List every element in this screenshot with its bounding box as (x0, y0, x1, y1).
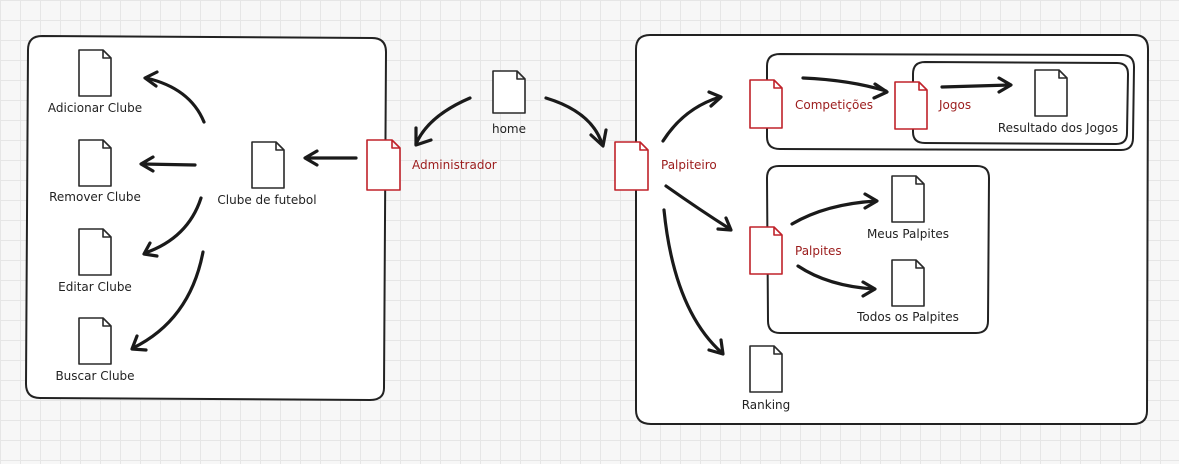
adicionar-clube-page-icon (78, 49, 112, 97)
editar-clube-label: Editar Clube (58, 280, 132, 294)
arrowhead-competicoes-jogos (872, 82, 889, 100)
node-palpites: Palpites (749, 226, 842, 275)
arrowhead-palpites-todos (861, 280, 877, 298)
edge-clube-remover (140, 162, 197, 167)
node-resultado-dos-jogos: Resultado dos Jogos (998, 69, 1118, 135)
clube-de-futebol-page-icon (251, 141, 285, 189)
node-jogos: Jogos (894, 81, 971, 130)
home-page-icon (492, 70, 526, 114)
edge-clube-adicionar (144, 76, 206, 124)
todos-os-palpites-page-icon (891, 259, 925, 307)
todos-os-palpites-label: Todos os Palpites (856, 310, 959, 324)
node-ranking: Ranking (742, 345, 791, 412)
remover-clube-page-icon (78, 139, 112, 187)
node-remover-clube: Remover Clube (49, 139, 141, 204)
edge-clube-buscar (131, 250, 205, 350)
edge-palpites-todos (796, 264, 876, 291)
arrowhead-palpiteiro-ranking (707, 338, 725, 356)
arrowhead-jogos-resultado (997, 76, 1013, 94)
node-editar-clube: Editar Clube (58, 228, 132, 294)
jogos-group-frame (912, 60, 1130, 146)
edge-home-administrador (414, 96, 472, 146)
arrowhead-palpites-meus (863, 192, 879, 210)
admin-group-frame (24, 34, 388, 402)
node-buscar-clube: Buscar Clube (55, 317, 135, 383)
arrowhead-palpiteiro-competicoes (707, 90, 723, 108)
edge-clube-editar (143, 196, 203, 255)
arrowhead-home-palpiteiro (589, 128, 608, 148)
resultado-dos-jogos-label: Resultado dos Jogos (998, 121, 1118, 135)
edge-palpiteiro-ranking (662, 208, 724, 355)
home-label: home (492, 122, 526, 136)
edge-palpites-meus (790, 199, 878, 226)
arrowhead-clube-adicionar (143, 70, 159, 88)
palpiteiro-page-icon (614, 141, 649, 191)
node-competicoes: Competições (749, 79, 873, 129)
edge-competicoes-jogos (801, 76, 888, 93)
arrowhead-clube-buscar (130, 334, 148, 352)
node-administrador: Administrador (366, 139, 497, 191)
resultado-dos-jogos-page-icon (1034, 69, 1068, 117)
node-adicionar-clube: Adicionar Clube (48, 49, 142, 115)
buscar-clube-label: Buscar Clube (55, 369, 134, 383)
edge-home-palpiteiro (544, 96, 604, 146)
palpites-page-icon (749, 226, 783, 275)
clube-de-futebol-label: Clube de futebol (217, 193, 316, 207)
edge-jogos-resultado (940, 83, 1012, 89)
remover-clube-label: Remover Clube (49, 190, 141, 204)
jogos-page-icon (894, 81, 928, 130)
buscar-clube-page-icon (78, 317, 112, 365)
node-todos-os-palpites: Todos os Palpites (856, 259, 959, 324)
arrowhead-administrador-clube (303, 149, 319, 167)
palpiteiro-label: Palpiteiro (661, 158, 717, 172)
edges (130, 70, 1013, 356)
arrowhead-palpiteiro-palpites (716, 216, 733, 232)
competicoes-label: Competições (795, 98, 873, 112)
node-meus-palpites: Meus Palpites (867, 175, 949, 241)
ranking-label: Ranking (742, 398, 791, 412)
node-palpiteiro: Palpiteiro (614, 141, 717, 191)
administrador-label: Administrador (412, 158, 497, 172)
palpites-group-frame (765, 165, 991, 334)
meus-palpites-page-icon (891, 175, 925, 223)
node-home: home (492, 70, 526, 136)
ranking-page-icon (749, 345, 783, 393)
arrowhead-clube-editar (142, 241, 159, 258)
editar-clube-page-icon (78, 228, 112, 276)
arrowhead-home-administrador (414, 126, 433, 147)
jogos-label: Jogos (938, 98, 971, 112)
edge-palpiteiro-palpites (664, 184, 732, 231)
palpites-label: Palpites (795, 244, 842, 258)
arrowhead-clube-remover (139, 155, 155, 173)
meus-palpites-label: Meus Palpites (867, 227, 949, 241)
competicoes-page-icon (749, 79, 783, 129)
administrador-page-icon (366, 139, 401, 191)
adicionar-clube-label: Adicionar Clube (48, 101, 142, 115)
edge-palpiteiro-competicoes (661, 95, 722, 143)
node-clube-de-futebol: Clube de futebol (217, 141, 317, 207)
